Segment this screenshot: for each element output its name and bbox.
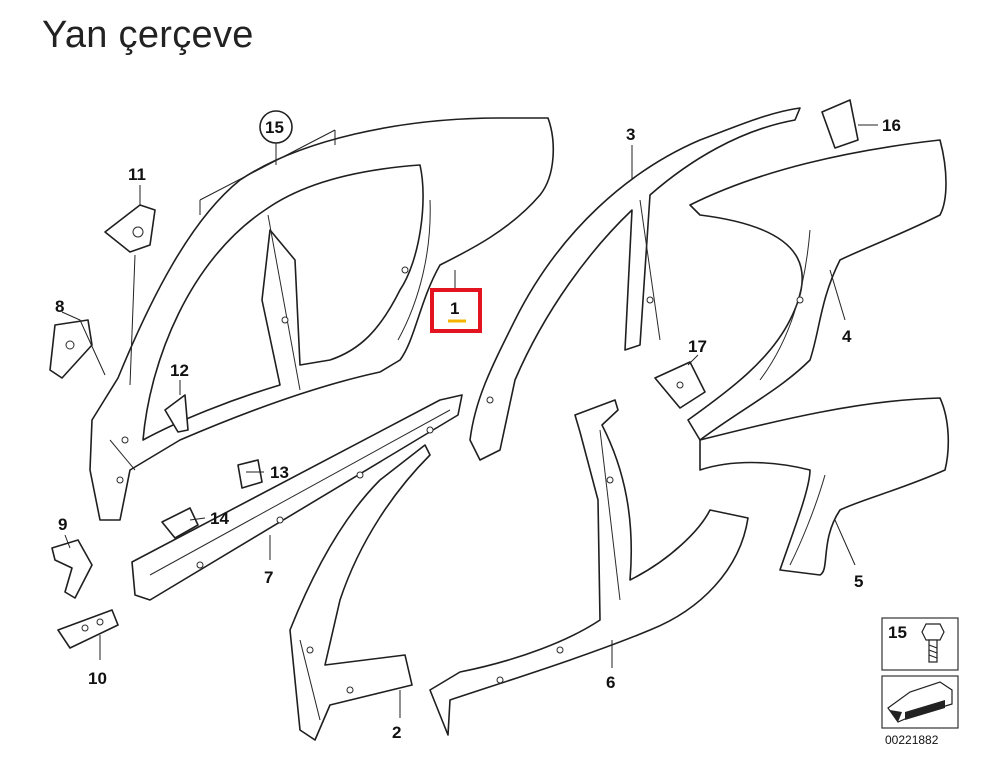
callout-13[interactable]: 13 (270, 463, 289, 482)
part-6-b-pillar-sill[interactable] (429, 399, 749, 736)
legend-box: 15 00221882 (881, 617, 959, 747)
reference-number: 00221882 (885, 733, 939, 747)
part-14-bracket[interactable] (161, 507, 199, 539)
part-12-clip[interactable] (164, 394, 189, 433)
callout-8[interactable]: 8 (55, 297, 64, 316)
callout-7[interactable]: 7 (264, 568, 273, 587)
part-8-bracket[interactable] (49, 319, 93, 379)
callout-9[interactable]: 9 (58, 515, 67, 534)
callout-17[interactable]: 17 (688, 337, 707, 356)
highlight-box (430, 288, 482, 333)
callout-6[interactable]: 6 (606, 673, 615, 692)
part-11-bracket[interactable] (104, 204, 156, 253)
part-3-roof-rail[interactable] (469, 107, 801, 461)
callout-2[interactable]: 2 (392, 723, 401, 742)
callout-14[interactable]: 14 (210, 509, 229, 528)
part-2-front-pillar[interactable] (289, 444, 431, 741)
part-16-bracket[interactable] (821, 99, 859, 149)
callout-3[interactable]: 3 (626, 125, 635, 144)
bolt-icon (921, 623, 945, 663)
part-13-bracket[interactable] (237, 459, 263, 489)
part-5-rear-panel[interactable] (699, 397, 950, 576)
section-arrow-icon (887, 681, 953, 723)
leader-lines (61, 124, 878, 718)
callout-5[interactable]: 5 (854, 572, 863, 591)
part-7-sill-reinforcement[interactable] (131, 394, 463, 601)
callout-10[interactable]: 10 (88, 669, 107, 688)
legend-label: 15 (888, 623, 907, 642)
callout-1[interactable]: 1 (450, 299, 459, 318)
callout-4[interactable]: 4 (842, 327, 852, 346)
page-title: Yan çerçeve (42, 14, 254, 56)
part-4-rear-quarter[interactable] (687, 139, 947, 441)
callout-11[interactable]: 11 (128, 165, 146, 184)
callout-12[interactable]: 12 (170, 361, 189, 380)
part-1-side-frame[interactable] (89, 117, 555, 521)
part-9-bracket[interactable] (51, 539, 93, 599)
callout-15[interactable]: 15 (265, 118, 284, 137)
part-10-plate[interactable] (57, 609, 119, 649)
callout-15-circle (259, 110, 293, 144)
part-17-plate[interactable] (654, 361, 706, 409)
callout-16[interactable]: 16 (882, 116, 901, 135)
